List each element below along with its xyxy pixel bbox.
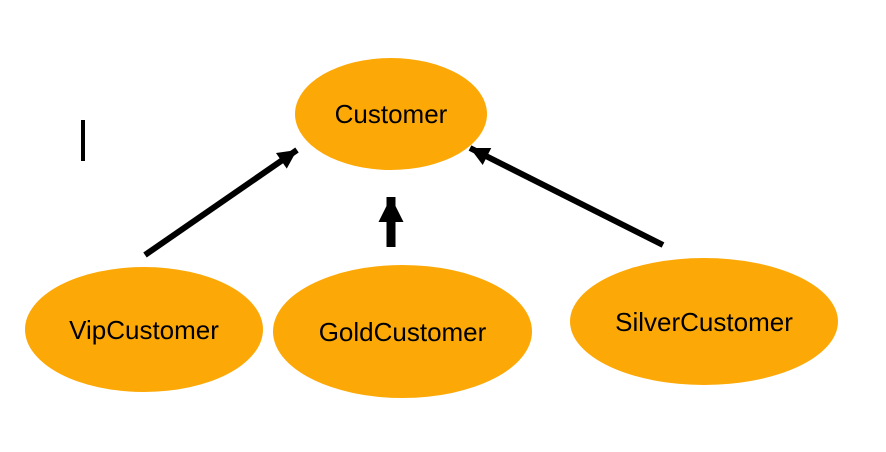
node-goldcustomer: GoldCustomer bbox=[273, 265, 532, 398]
node-vipcustomer: VipCustomer bbox=[25, 267, 263, 392]
arrow-silvercustomer-to-customer bbox=[468, 145, 665, 248]
arrow-vipcustomer-to-customer bbox=[143, 147, 299, 258]
node-customer: Customer bbox=[295, 58, 487, 170]
node-goldcustomer-label: GoldCustomer bbox=[318, 316, 487, 347]
node-silvercustomer: SilverCustomer bbox=[570, 258, 838, 385]
node-vipcustomer-label: VipCustomer bbox=[69, 314, 219, 345]
node-customer-label: Customer bbox=[334, 99, 448, 129]
node-silvercustomer-label: SilverCustomer bbox=[615, 306, 793, 337]
